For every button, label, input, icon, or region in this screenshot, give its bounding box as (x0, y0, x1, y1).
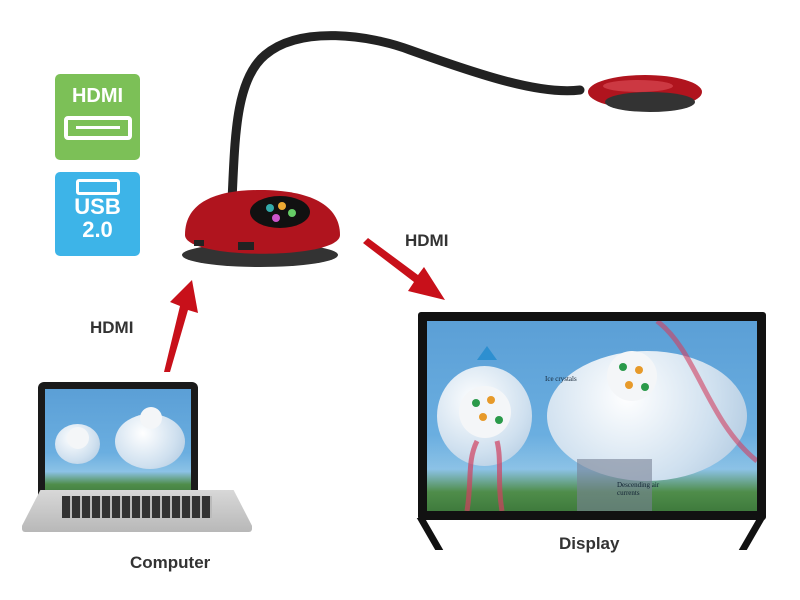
arrow-computer-to-camera (164, 280, 198, 372)
air-current-arrows (464, 321, 757, 511)
hdmi-label-out: HDMI (405, 231, 449, 250)
tv-stand-right (738, 518, 766, 550)
usb-badge: USB 2.0 (55, 172, 140, 256)
computer-label: Computer (130, 553, 211, 572)
laptop-screen (45, 389, 191, 495)
tv-stand-left (416, 518, 444, 550)
hdmi-label-in: HDMI (90, 318, 134, 337)
hdmi-badge-label: HDMI (71, 85, 124, 107)
hdmi-port-icon (63, 116, 132, 140)
hdmi-badge: HDMI (55, 74, 140, 160)
ice-crystals-label: Ice crystals (545, 375, 577, 383)
up-arrow-icon (477, 346, 497, 360)
laptop-base (22, 490, 252, 532)
document-camera (182, 31, 702, 267)
tv-display: Ice crystals Descending air currents (418, 312, 766, 520)
arrow-camera-to-display (363, 238, 445, 300)
usb-badge-version: 2.0 (82, 217, 113, 242)
display-label: Display (559, 534, 620, 553)
usb-badge-label: USB (74, 194, 121, 219)
descending-label: Descending air currents (617, 481, 660, 497)
tv-screen: Ice crystals Descending air currents (427, 321, 757, 511)
usb-port-icon (75, 179, 120, 195)
laptop (38, 382, 198, 502)
